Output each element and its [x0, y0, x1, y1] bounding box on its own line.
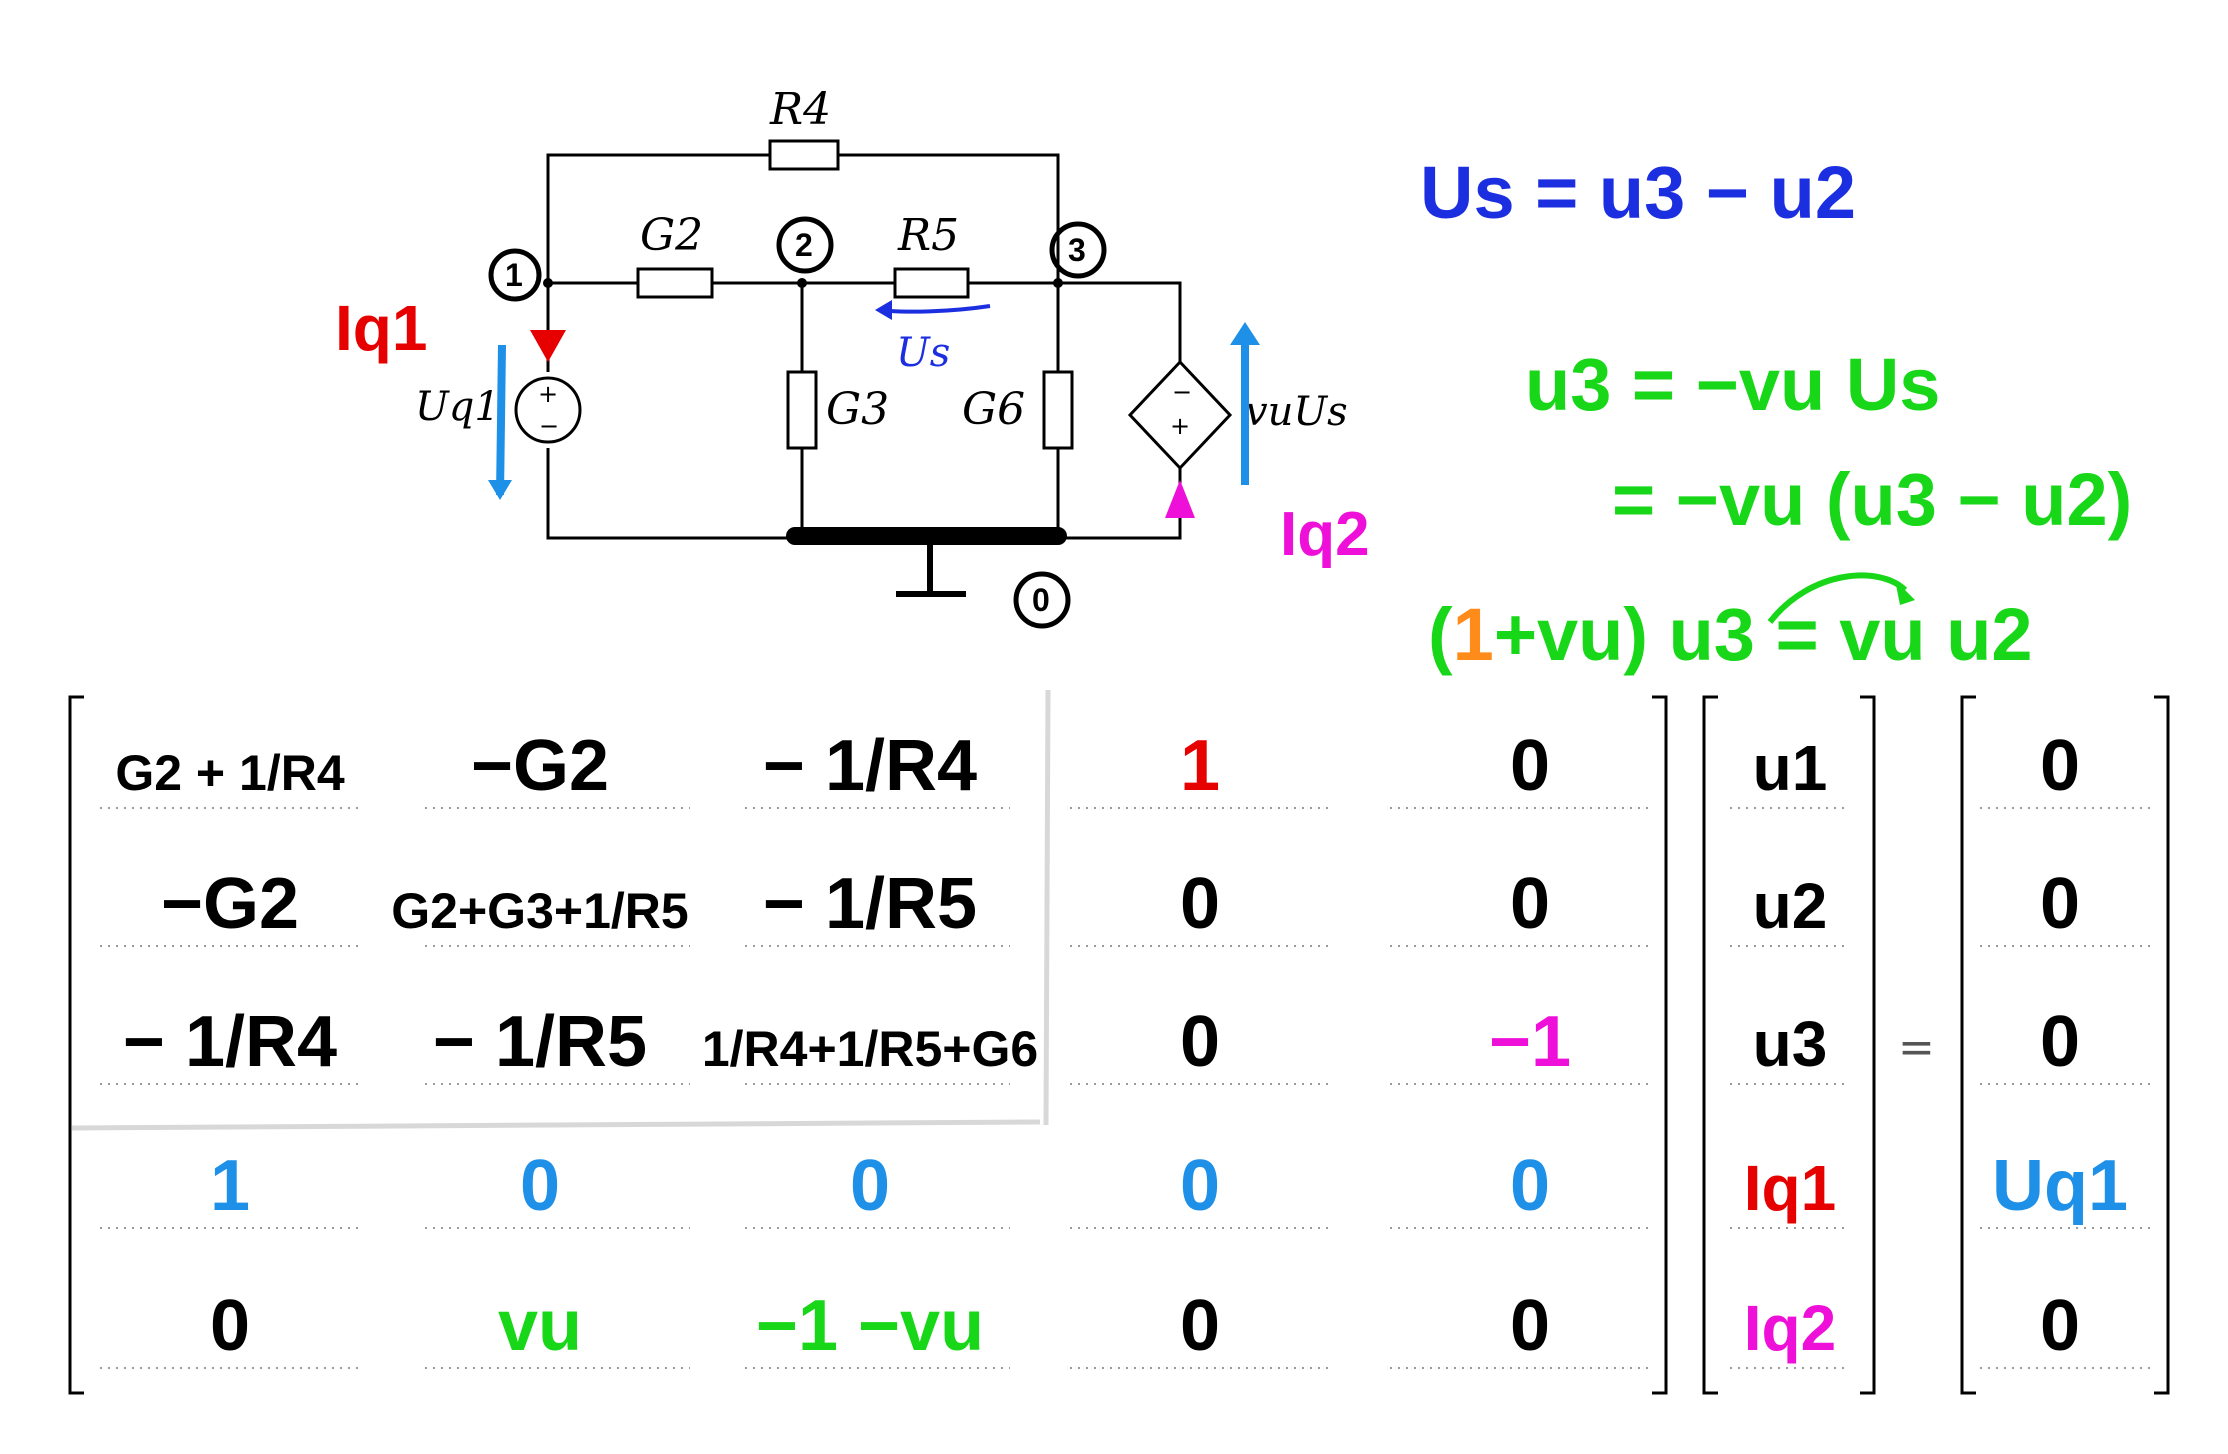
label-uq1: Uq1: [415, 384, 500, 430]
bracket-b-right: [2154, 695, 2170, 1395]
matrix-row-guides: [100, 807, 2150, 1369]
matrix-cell: − 1/R5: [763, 864, 977, 944]
matrix-cell: −G2: [471, 726, 609, 806]
resistor-g3: [786, 370, 818, 450]
unknown-cell: u3: [1753, 1008, 1828, 1080]
matrix-cell: 1: [210, 1146, 250, 1226]
circuit-labels: R4 G2 R5 G3 G6 Uq1 Us vuUs + − − +: [415, 84, 1348, 440]
matrix-cell: 0: [1180, 1146, 1220, 1226]
source-minus: −: [539, 412, 559, 440]
bracket-a-left: [68, 695, 84, 1395]
equation-final: (1+vu) u3 = vu u2: [1428, 593, 2033, 676]
matrix-cell: G2 + 1/R4: [115, 745, 344, 801]
node-3-label: 3: [1068, 232, 1086, 268]
resistor-r4: [768, 139, 840, 171]
voltage-source-uq1: [514, 376, 582, 444]
iq2-arrowhead: [1165, 480, 1195, 518]
matrix-cell: −G2: [161, 864, 299, 944]
dependent-source: [1127, 359, 1233, 471]
node-1-marker: [488, 248, 542, 302]
bracket-b-left: [1960, 695, 1976, 1395]
resistor-g6: [1042, 370, 1074, 450]
circuit-annotations: Iq1 Iq2: [335, 292, 1370, 569]
eq-final-one: 1: [1453, 593, 1494, 676]
node-3-marker: [1049, 221, 1107, 279]
rhs-cell: Uq1: [1992, 1146, 2128, 1226]
eq-final-open: (: [1428, 593, 1453, 676]
rhs-cell: 0: [2040, 1286, 2080, 1366]
matrix-cell: 0: [1180, 1002, 1220, 1082]
matrix-cell: 1: [1180, 726, 1220, 806]
node-0-marker: [1013, 571, 1071, 629]
ground-symbol: [896, 540, 966, 597]
unknown-cell: u1: [1753, 732, 1828, 804]
circuit-diagram: [514, 139, 1233, 597]
wire-top: [546, 153, 1060, 283]
matrix-equals-sign: =: [1898, 1022, 1935, 1073]
matrix-cell: vu: [498, 1286, 582, 1366]
uq1-arrow: [496, 344, 506, 496]
unknown-cell: Iq2: [1744, 1292, 1836, 1364]
current-iq2-label: Iq2: [1280, 500, 1370, 569]
unknown-cell: u2: [1753, 870, 1828, 942]
node-markers: [488, 216, 1107, 629]
matrix-cell: G2+G3+1/R5: [391, 883, 688, 939]
equation-us: Us = u3 − u2: [1420, 151, 1856, 234]
matrix-cell: 0: [1510, 1286, 1550, 1366]
rhs-cell: 0: [2040, 864, 2080, 944]
node-1-label: 1: [505, 257, 523, 293]
resistor-g2: [636, 267, 714, 299]
equation-u3-expanded: = −vu (u3 − u2): [1612, 458, 2132, 541]
bracket-x-left: [1702, 695, 1718, 1395]
node-0-label: 0: [1032, 582, 1050, 618]
iq1-arrowhead: [530, 330, 566, 362]
matrix-cell: 0: [1180, 864, 1220, 944]
dep-plus: +: [1170, 412, 1190, 440]
bracket-a-right: [1652, 695, 1668, 1395]
bracket-x-right: [1860, 695, 1876, 1395]
label-r4: R4: [769, 84, 831, 135]
label-r5: R5: [897, 210, 959, 261]
label-g6: G6: [962, 384, 1025, 435]
rhs-cell: 0: [2040, 1002, 2080, 1082]
resistor-r5: [893, 267, 970, 299]
node-marker-labels: 1 2 3 0: [505, 227, 1086, 618]
matrix-partition: [71, 689, 1051, 1131]
label-vuus: vuUs: [1245, 389, 1348, 435]
node-2-label: 2: [795, 227, 813, 263]
matrix-cell: 0: [520, 1146, 560, 1226]
matrix-cell: 0: [1180, 1286, 1220, 1366]
unknown-cell: Iq1: [1744, 1152, 1836, 1224]
node-2-marker: [776, 216, 834, 274]
matrix-cell: − 1/R5: [433, 1002, 647, 1082]
rhs-cell: 0: [2040, 726, 2080, 806]
matrix-cell: 0: [1510, 1146, 1550, 1226]
matrix-cell: − 1/R4: [123, 1002, 337, 1082]
matrix-cell: 0: [1510, 726, 1550, 806]
matrix-cell: 1/R4+1/R5+G6: [702, 1021, 1038, 1077]
matrix-cell: 0: [1510, 864, 1550, 944]
us-arrow: [879, 304, 991, 314]
dep-minus: −: [1172, 378, 1192, 406]
matrix-cell: −1 −vu: [756, 1286, 984, 1366]
eq-final-rest: +vu) u3 = vu u2: [1494, 593, 2033, 676]
label-g3: G3: [826, 384, 889, 435]
label-us: Us: [896, 330, 950, 376]
matrix-cell: 0: [210, 1286, 250, 1366]
equation-arrow: [1767, 572, 1908, 624]
equation-u3: u3 = −vu Us: [1525, 343, 1940, 426]
matrix-cell: −1: [1489, 1002, 1571, 1082]
matrix-cell: − 1/R4: [763, 726, 977, 806]
equations: Us = u3 − u2 u3 = −vu Us = −vu (u3 − u2)…: [1420, 151, 2132, 676]
matrix-brackets: [68, 695, 2170, 1395]
matrix-cell: 0: [850, 1146, 890, 1226]
label-g2: G2: [640, 210, 703, 261]
current-iq1-label: Iq1: [335, 292, 427, 364]
source-plus: +: [538, 380, 558, 408]
